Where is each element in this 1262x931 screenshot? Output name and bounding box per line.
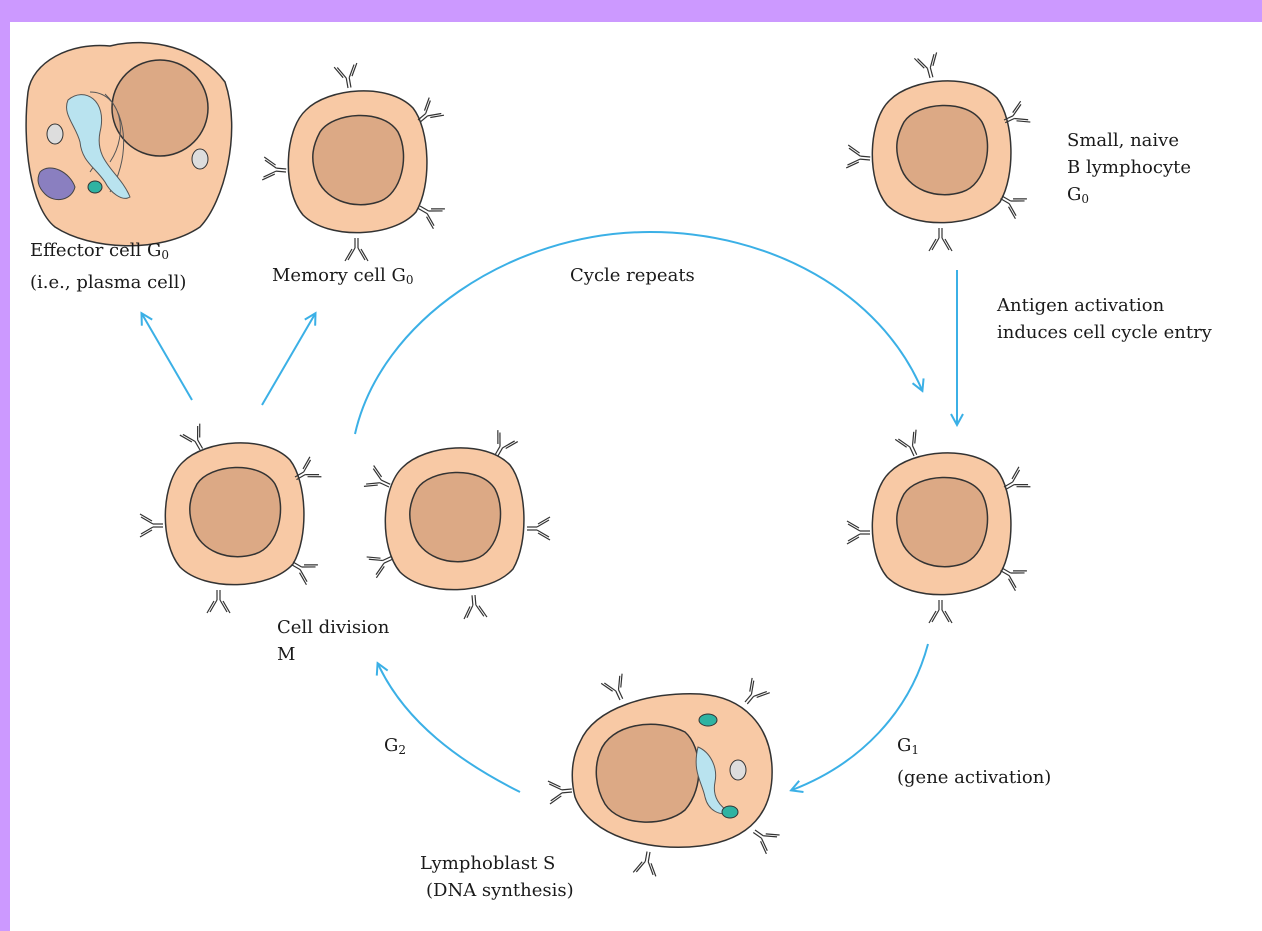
dividing-cell-left [140, 424, 321, 613]
g1-cell [847, 430, 1030, 623]
label-cell-division: Cell division M [277, 614, 389, 668]
arrow-to-memory [262, 314, 315, 405]
label-naive-b-lymphocyte: Small, naive B lymphocyte G0 [1067, 127, 1191, 213]
label-g1: G1 (gene activation) [897, 732, 1051, 791]
effector-plasma-cell [26, 43, 232, 246]
naive-b-lymphocyte [846, 52, 1030, 251]
label-cycle-repeats: Cycle repeats [570, 262, 695, 289]
label-effector-cell: Effector cell G0 (i.e., plasma cell) [30, 237, 186, 296]
dividing-cell-right [364, 430, 550, 619]
label-g2: G2 [384, 732, 406, 764]
diagram-canvas: Effector cell G0 (i.e., plasma cell) Mem… [10, 22, 1262, 931]
lymphoblast-cell [548, 674, 780, 877]
label-lymphoblast: Lymphoblast S (DNA synthesis) [420, 850, 574, 904]
arrow-g2 [378, 664, 520, 792]
label-antigen-activation: Antigen activation induces cell cycle en… [997, 292, 1212, 346]
label-memory-cell: Memory cell G0 [272, 262, 413, 294]
memory-cell [262, 63, 445, 261]
arrow-to-effector [142, 314, 192, 400]
